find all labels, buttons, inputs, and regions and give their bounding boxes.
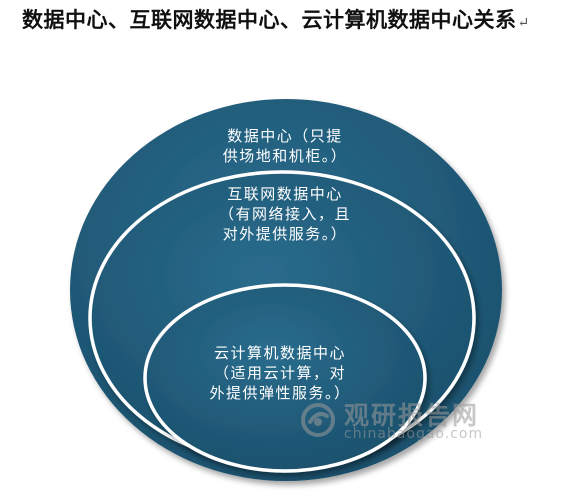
diagram-title: 数据中心、互联网数据中心、云计算机数据中心关系↵ (22, 4, 582, 34)
inner-circle (143, 283, 427, 473)
middle-label-line2: （有网络接入，且 (218, 205, 351, 223)
inner-label-line3: 外提供弹性服务。） (209, 384, 351, 402)
outer-circle-label: 数据中心（只提 供场地和机柜。） (190, 126, 380, 166)
inner-label-line2: （适用云计算，对 (213, 364, 346, 382)
watermark: 观研报告网 chinabaogao.com (300, 396, 540, 446)
outer-label-line2: 供场地和机柜。） (222, 147, 348, 165)
inner-label-line1: 云计算机数据中心 (213, 344, 346, 362)
watermark-name: 观研报告网 (344, 401, 480, 430)
middle-label-line1: 互联网数据中心 (227, 185, 343, 203)
watermark-url: chinabaogao.com (344, 426, 484, 442)
middle-label-line3: 对外提供服务。） (222, 225, 348, 243)
outer-label-line1: 数据中心（只提 (227, 127, 343, 145)
title-text: 数据中心、互联网数据中心、云计算机数据中心关系 (22, 7, 517, 32)
inner-circle-label: 云计算机数据中心 （适用云计算，对 外提供弹性服务。） (170, 343, 390, 403)
return-mark-icon: ↵ (517, 15, 530, 31)
middle-circle-label: 互联网数据中心 （有网络接入，且 对外提供服务。） (180, 184, 390, 244)
watermark-logo-icon (301, 403, 335, 437)
